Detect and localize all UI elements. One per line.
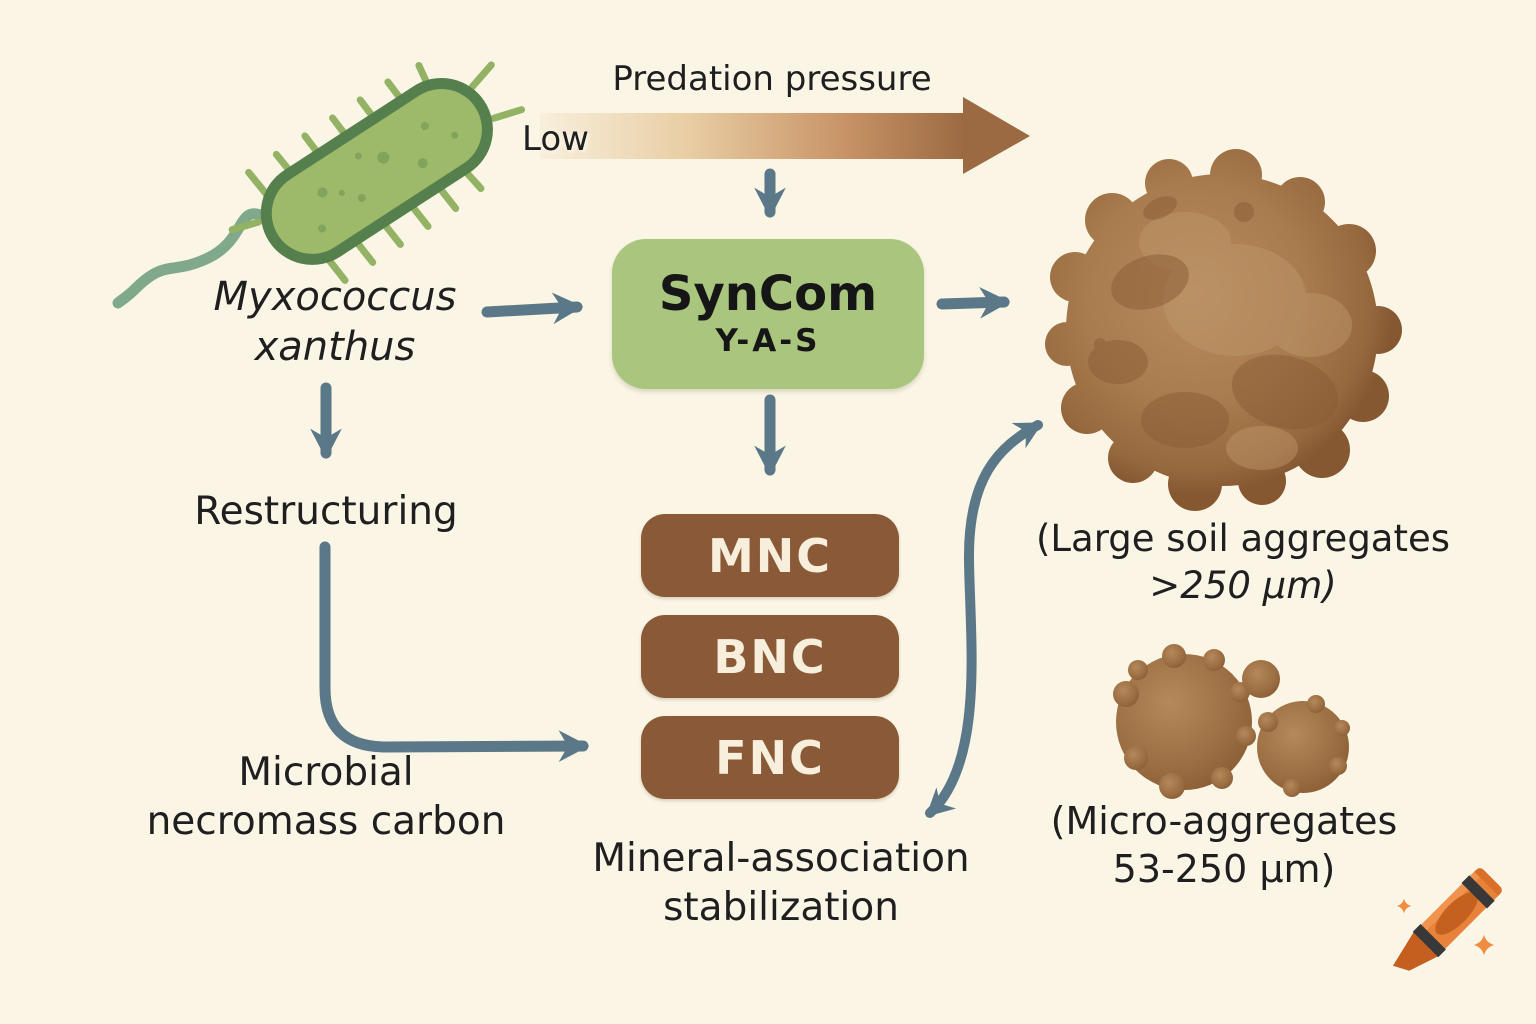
sparkle-icon: [1396, 898, 1412, 914]
necromass-label: Microbial necromass carbon: [147, 748, 506, 846]
aggregate-shadows: [1088, 196, 1339, 448]
cell-body: [260, 78, 493, 265]
sparkle-icon: [1473, 934, 1495, 956]
predation-gradient-arrow: [540, 97, 1030, 174]
necromass-line1: Microbial: [238, 750, 414, 795]
soil-aggregate-illustration: [1045, 149, 1402, 511]
fnc-label: FNC: [715, 730, 825, 785]
cell-speckles: [317, 121, 459, 233]
mineral-line2: stabilization: [663, 885, 899, 931]
aggregate-highlights: [1139, 212, 1352, 470]
myxococcus-label: Myxococcus xanthus: [214, 272, 457, 373]
arrow-syncom-to-aggregate: [936, 286, 1011, 319]
syncom-subtitle: Y-A-S: [715, 323, 821, 360]
low-label: Low: [522, 119, 589, 159]
micro-aggregates-line2: 53-250 μm): [1112, 846, 1336, 891]
bnc-label: BNC: [713, 629, 827, 684]
flagellum: [112, 208, 279, 309]
arrow-myxococcus-to-syncom: [481, 292, 584, 325]
necromass-line2: necromass carbon: [146, 799, 506, 845]
mnc-node: MNC: [641, 514, 899, 597]
mineral-stabilization-label: Mineral-association stabilization: [592, 834, 969, 932]
arrow-restructuring-to-fnc: [319, 541, 590, 762]
fnc-node: FNC: [641, 716, 899, 799]
syncom-title: SynCom: [658, 265, 878, 322]
mnc-label: MNC: [707, 528, 833, 583]
bnc-node: BNC: [641, 615, 899, 698]
predation-pressure-title: Predation pressure: [612, 59, 932, 99]
micro-aggregates-illustration: [1113, 644, 1350, 799]
myxococcus-line1: Myxococcus: [213, 274, 457, 320]
large-aggregates-line1: (Large soil aggregates: [1035, 517, 1451, 560]
syncom-node: SynCom Y-A-S: [612, 239, 924, 389]
micro-aggregates-line1: (Micro-aggregates: [1050, 799, 1398, 843]
micro-aggregates-label: (Micro-aggregates 53-250 μm): [1051, 798, 1398, 894]
myxococcus-line2: xanthus: [254, 324, 416, 371]
large-aggregates-line2: >250 μm): [1149, 563, 1337, 607]
mineral-line1: Mineral-association: [592, 836, 970, 881]
bacterium-illustration: [112, 61, 526, 309]
arrow-stabilization-to-aggregate: [925, 420, 1043, 818]
crayon-icon: [1392, 868, 1502, 971]
pili-spikes: [228, 61, 526, 284]
large-aggregates-label: (Large soil aggregates >250 μm): [1036, 516, 1450, 609]
restructuring-label: Restructuring: [194, 489, 458, 534]
